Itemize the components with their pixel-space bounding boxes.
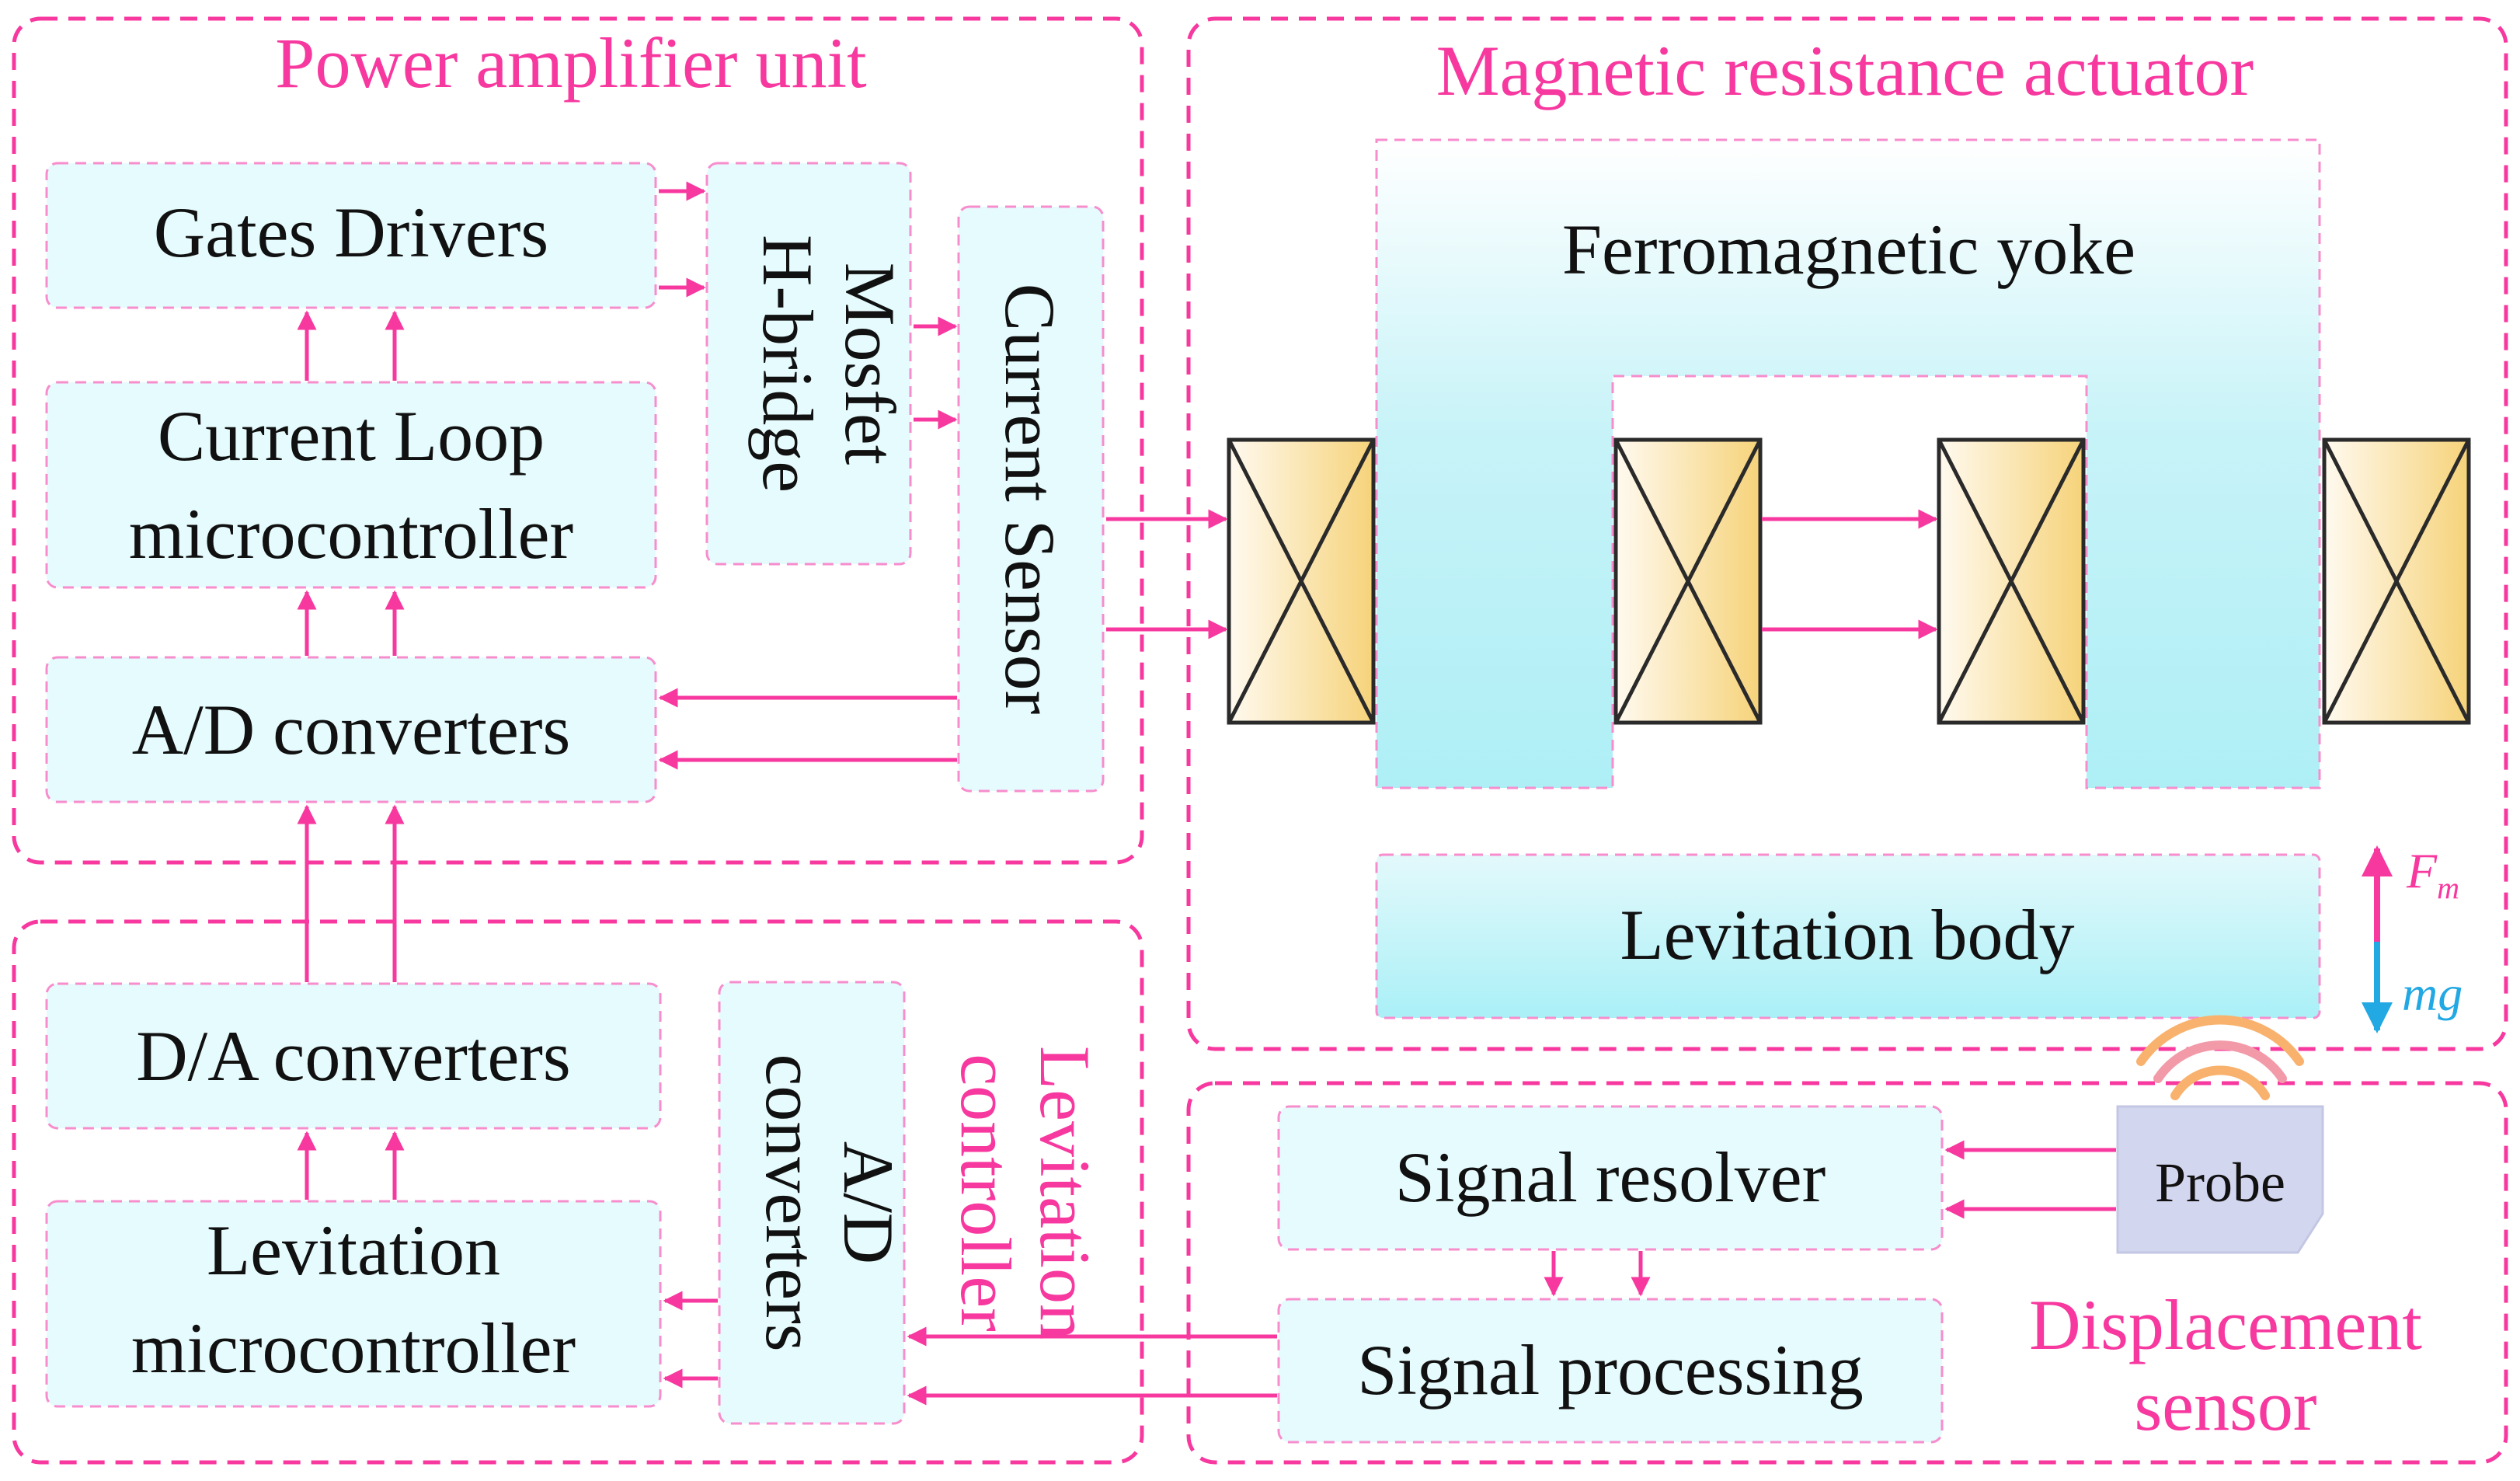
probe-label: Probe bbox=[2155, 1152, 2285, 1214]
signal-processing-block bbox=[1277, 1298, 1944, 1444]
current-loop-block bbox=[45, 381, 657, 589]
signal-resolver-label: Signal resolver bbox=[1395, 1138, 1826, 1217]
mosfet-hbridge-block bbox=[705, 162, 912, 566]
yoke-label: Ferromagnetic yoke bbox=[1562, 210, 2135, 289]
lc-ad-converters-label: A/D converters bbox=[751, 1054, 908, 1351]
coil-right-outer bbox=[2322, 437, 2471, 725]
lc-ad-label-line2: converters bbox=[751, 1054, 830, 1351]
mosfet-hbridge-label: Mosfet H-bridge bbox=[748, 235, 910, 493]
mosfet-label-line2: H-bridge bbox=[748, 235, 827, 493]
current-loop-label-line1: Current Loop bbox=[158, 396, 545, 476]
force-down-label: mg bbox=[2402, 966, 2463, 1021]
probe: Probe bbox=[2116, 1015, 2324, 1254]
levitation-controller-title-line1: Levitation bbox=[1025, 1046, 1105, 1340]
coils bbox=[1227, 437, 2471, 725]
levitation-mcu-label-line1: Levitation bbox=[207, 1211, 500, 1290]
lc-ad-converters-block bbox=[718, 981, 906, 1425]
levitation-controller-title-line2: controller bbox=[946, 1054, 1025, 1332]
lc-ad-label-line1: A/D bbox=[829, 1141, 908, 1264]
signal-resolver-block bbox=[1277, 1105, 1944, 1251]
coil-left-outer bbox=[1227, 437, 1376, 725]
mosfet-label-line1: Mosfet bbox=[830, 263, 910, 465]
levitation-mcu-label-line2: microcontroller bbox=[131, 1309, 576, 1388]
levitation-controller-frame bbox=[12, 919, 1144, 1465]
coil-right-inner bbox=[1937, 437, 2086, 725]
levitation-mcu-block bbox=[45, 1200, 662, 1408]
current-sensor-text: Current Sensor bbox=[990, 284, 1070, 714]
gates-drivers-label: Gates Drivers bbox=[154, 193, 548, 272]
displacement-sensor-title-line2: sensor bbox=[2134, 1366, 2316, 1445]
da-converters-label: D/A converters bbox=[136, 1016, 571, 1096]
signal-processing-label: Signal processing bbox=[1357, 1330, 1864, 1410]
gates-drivers-block bbox=[45, 162, 657, 309]
wireless-signal-icon bbox=[2136, 1015, 2304, 1100]
levitation-controller-title: Levitation controller bbox=[946, 1046, 1105, 1340]
ferromagnetic-yoke bbox=[1375, 138, 2321, 789]
signal-arrows bbox=[297, 181, 2116, 1406]
force-up-label: Fm bbox=[2406, 843, 2459, 905]
displacement-sensor-frame bbox=[1186, 1081, 2508, 1465]
actuator-frame bbox=[1186, 16, 2508, 1051]
da-converters-block bbox=[45, 982, 662, 1130]
coil-left-inner bbox=[1613, 437, 1763, 725]
blocks bbox=[45, 162, 1944, 1444]
ad-converters-block bbox=[45, 656, 657, 803]
probe-body bbox=[2116, 1105, 2324, 1254]
current-loop-label-line2: microcontroller bbox=[129, 494, 573, 573]
power-amplifier-title: Power amplifier unit bbox=[275, 23, 867, 103]
current-sensor-block bbox=[957, 205, 1105, 793]
ad-converters-label: A/D converters bbox=[132, 690, 571, 769]
current-sensor-label: Current Sensor bbox=[990, 284, 1070, 714]
group-frames bbox=[12, 16, 2508, 1465]
levitation-body bbox=[1375, 853, 2321, 1019]
power-amplifier-frame bbox=[12, 16, 1144, 865]
force-arrows: Fm mg bbox=[2362, 843, 2463, 1033]
actuator-title: Magnetic resistance actuator bbox=[1436, 31, 2254, 110]
levitation-body-label: Levitation body bbox=[1620, 895, 2074, 974]
displacement-sensor-title-line1: Displacement bbox=[2029, 1285, 2422, 1364]
